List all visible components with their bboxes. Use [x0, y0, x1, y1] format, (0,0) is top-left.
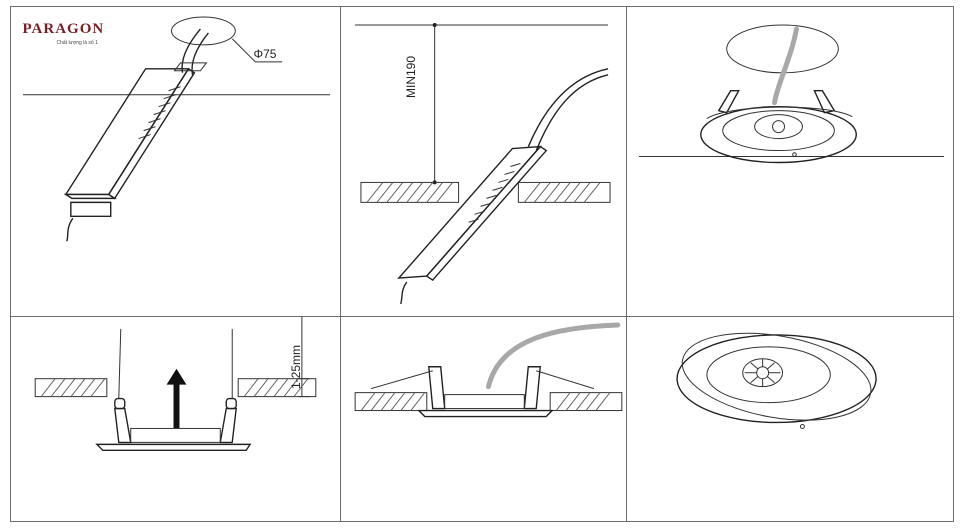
spring-clip-left — [717, 89, 740, 113]
hole-diameter-label: Φ75 — [253, 46, 277, 61]
power-cable — [485, 321, 620, 389]
fixture-trim — [94, 443, 251, 451]
ceiling-hole — [725, 23, 839, 73]
driver-clamp — [69, 201, 111, 217]
panel-step-5-installed — [339, 315, 627, 522]
ceiling-slab-right — [549, 391, 622, 411]
clip-right — [523, 365, 541, 409]
logo-wordmark: PARAGON — [22, 20, 105, 37]
power-cable — [527, 67, 608, 147]
output-cable — [65, 217, 73, 241]
spring-arm-left — [370, 369, 433, 389]
step-6-illustration — [675, 332, 877, 429]
step-4-illustration — [34, 316, 316, 451]
ceiling-slab-left — [34, 377, 107, 397]
driver-box — [396, 145, 542, 279]
power-cable — [771, 25, 799, 105]
ceiling-hole — [170, 15, 236, 45]
panel-step-4-push-up: 1-25mm — [9, 315, 341, 522]
ceiling-slab-left — [359, 181, 459, 203]
downlight-lens — [753, 113, 803, 139]
panel-step-2-min-height — [339, 5, 627, 317]
output-cable — [399, 281, 407, 304]
ceiling-gap-label: 1-25mm — [288, 344, 303, 389]
driver-vent-slots — [467, 162, 521, 223]
clip-left — [113, 407, 132, 443]
driver-box — [64, 67, 190, 195]
paragon-logo: PARAGON Chất lượng là số 1 — [23, 21, 115, 47]
step-5-illustration — [354, 321, 622, 417]
diameter-leader — [231, 38, 282, 62]
downlight-rim-inner — [705, 345, 831, 403]
fixture-body — [129, 427, 221, 443]
ceiling-slab-right — [517, 181, 611, 203]
fixture-trim — [416, 409, 554, 417]
lens-louver — [744, 358, 781, 387]
spring-wire-left — [117, 328, 121, 399]
clip-left — [427, 365, 445, 409]
clip-right — [218, 407, 237, 443]
installation-steps-grid: PARAGON Chất lượng là số 1 Φ75 — [9, 5, 954, 522]
step-2-illustration — [354, 22, 611, 304]
panel-step-3-insert-light — [625, 5, 954, 317]
fixture-body — [443, 393, 525, 409]
ceiling-slab-right — [237, 377, 316, 397]
push-up-arrow — [166, 368, 186, 428]
power-cable-top — [180, 27, 201, 73]
min-height-label: MIN190 — [404, 55, 418, 98]
logo-tagline: Chất lượng là số 1 — [56, 39, 98, 46]
step-3-illustration — [638, 23, 944, 163]
step-1-illustration — [22, 15, 330, 241]
panel-step-1-hole-and-driver: PARAGON Chất lượng là số 1 Φ75 — [9, 5, 341, 317]
driver-vent-slots — [137, 85, 181, 139]
spring-arm-right — [535, 369, 594, 389]
panel-step-6-finished-light — [625, 315, 954, 522]
ceiling-slab-left — [354, 391, 427, 411]
downlight-rim-outer — [675, 333, 877, 423]
